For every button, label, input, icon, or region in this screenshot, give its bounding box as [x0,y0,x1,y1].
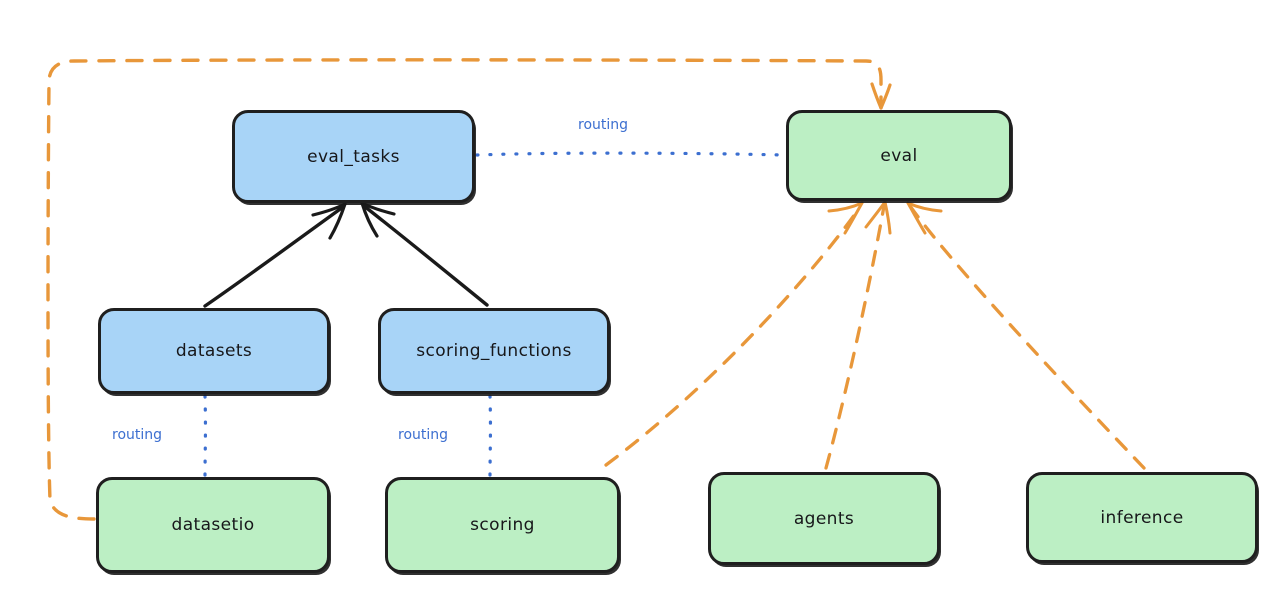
node-label-agents: agents [793,508,855,529]
node-label-datasetio: datasetio [171,515,255,535]
node-eval-tasks[interactable]: eval_tasks [232,110,475,203]
node-eval[interactable]: eval [786,110,1012,201]
node-agents[interactable]: agents [708,472,940,565]
edge-label-routing-scoring: routing [398,427,449,443]
node-label-datasets: datasets [175,341,253,361]
node-label-scoring: scoring [470,515,535,535]
node-label-eval-tasks: eval_tasks [307,146,400,167]
node-scoring[interactable]: scoring [385,477,620,573]
node-label-inference: inference [1100,507,1184,528]
node-inference[interactable]: inference [1026,472,1258,563]
edge-label-routing-eval: routing [578,117,629,133]
edge-scoring-to-eval [604,201,864,467]
edge-datasets-to-eval-tasks [203,202,347,308]
node-label-eval: eval [880,145,918,166]
edge-scoring-functions-to-eval-tasks [360,201,489,307]
node-scoring-functions[interactable]: scoring_functions [378,308,610,394]
node-datasetio[interactable]: datasetio [96,477,330,573]
node-datasets[interactable]: datasets [98,308,330,394]
edge-inference-to-eval [906,201,1146,470]
edge-agents-to-eval [824,200,892,470]
edge-label-routing-datasetio: routing [112,427,163,443]
node-label-scoring-functions: scoring_functions [416,341,572,361]
edge-eval-tasks-to-eval [475,151,786,157]
